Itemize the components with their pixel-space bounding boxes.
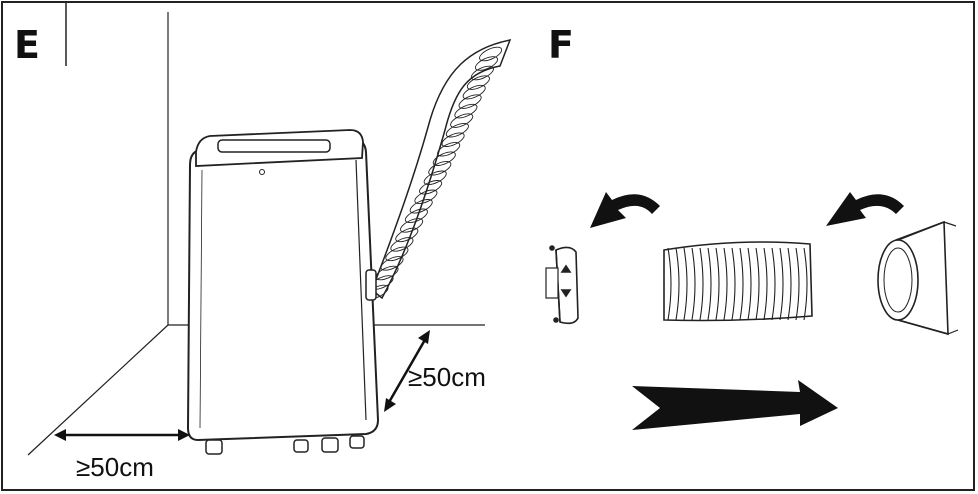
- window-adapter: [877, 220, 959, 336]
- rotate-arrow-right-icon: [826, 192, 904, 226]
- panel-f: F: [545, 23, 959, 430]
- air-conditioner-unit: [186, 129, 380, 455]
- clearance-arrow-back: [384, 330, 430, 412]
- exhaust-hose: [365, 38, 512, 300]
- hose-ring: [441, 132, 465, 147]
- hose-rib: [699, 247, 704, 321]
- hose-ring: [479, 46, 503, 62]
- hose-ring: [474, 56, 499, 71]
- rotate-arrow-left-icon: [590, 192, 660, 228]
- direction-arrow-icon: [632, 380, 838, 430]
- hose-rib: [731, 247, 736, 321]
- clearance-arrow-left: [54, 429, 190, 441]
- hose-rib: [739, 247, 744, 321]
- corrugated-hose: [663, 241, 813, 322]
- hose-ring: [385, 246, 409, 262]
- hose-ring: [428, 160, 452, 176]
- clearance-label-side: ≥50cm: [76, 452, 154, 482]
- hose-end-cap: [545, 245, 579, 325]
- hose-ring: [404, 208, 428, 224]
- hose-ring: [470, 65, 494, 81]
- hose-ring: [466, 75, 490, 90]
- hose-rib: [795, 247, 800, 321]
- hose-rib: [667, 247, 672, 321]
- hose-rib: [675, 247, 680, 321]
- hose-rib: [771, 247, 776, 321]
- hose-ring: [454, 103, 478, 119]
- hose-ring: [458, 94, 482, 109]
- clearance-label-back: ≥50cm: [408, 362, 486, 392]
- hose-rib: [723, 247, 728, 321]
- hose-rib: [763, 247, 768, 321]
- hose-rib: [747, 247, 752, 321]
- hose-ring: [419, 180, 443, 195]
- hose-ring: [432, 151, 456, 166]
- hose-ring: [462, 84, 486, 100]
- hose-rib: [803, 247, 808, 321]
- hose-rib: [715, 247, 720, 321]
- hose-ring: [395, 227, 419, 243]
- hose-ring: [380, 256, 404, 271]
- hose-ring: [423, 170, 447, 186]
- hose-ring: [437, 141, 461, 157]
- hose-rib: [787, 247, 792, 321]
- hose-ring: [414, 189, 438, 205]
- hose-rib: [691, 247, 696, 321]
- hose-ring: [409, 199, 433, 214]
- panel-label-f: F: [548, 23, 574, 67]
- hose-rib: [683, 247, 688, 321]
- hose-ring: [400, 218, 424, 233]
- hose-ring: [450, 113, 474, 128]
- hose-rib: [755, 247, 760, 321]
- panel-e: E: [14, 2, 512, 482]
- panel-label-e: E: [14, 23, 40, 67]
- wheels: [205, 435, 365, 455]
- hose-rib: [707, 247, 712, 321]
- hose-rib: [779, 247, 784, 321]
- hose-ring: [445, 122, 469, 138]
- hose-ring: [390, 237, 414, 252]
